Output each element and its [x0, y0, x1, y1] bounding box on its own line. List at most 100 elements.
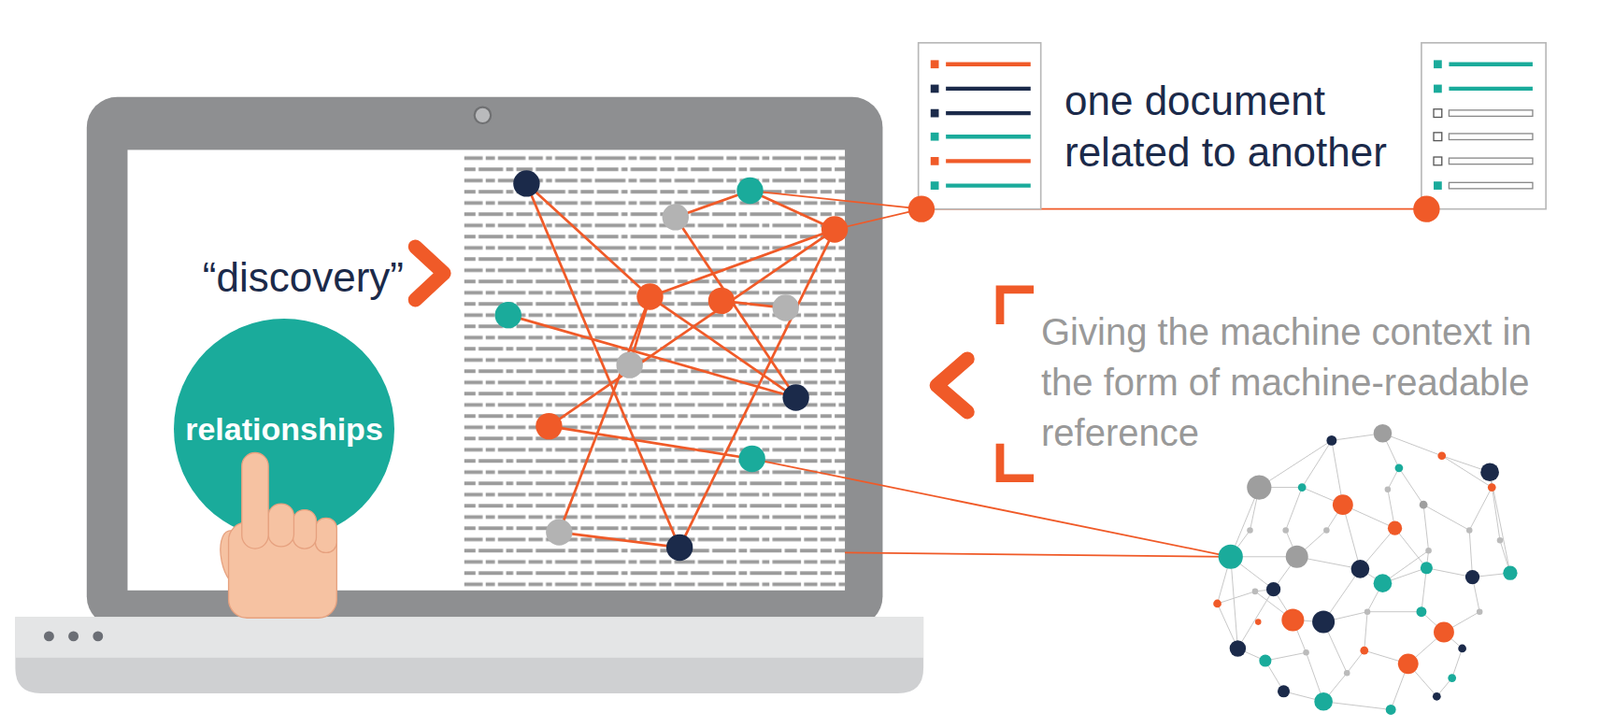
screen-network-link [526, 183, 680, 548]
screen-network-node [738, 445, 765, 472]
network-graph [1312, 611, 1335, 634]
screen-network-link [526, 183, 650, 297]
label-box: one document related to another [1064, 74, 1411, 178]
document-icon [945, 158, 1031, 163]
document-icon [1433, 132, 1443, 142]
network-graph [1218, 544, 1243, 570]
document-icon [1448, 133, 1533, 141]
network-graph [1298, 483, 1307, 492]
document-icon [918, 42, 1042, 210]
document-icon [945, 86, 1031, 91]
node-label: relationships [185, 410, 384, 449]
network-graph [1351, 559, 1371, 579]
network-graph [1217, 433, 1511, 711]
screen-network-node [666, 534, 693, 561]
screen-network-link [508, 183, 835, 548]
screen-network-link [558, 297, 650, 533]
network-graph [1433, 622, 1455, 643]
network-graph [1246, 474, 1272, 500]
leader-line [834, 209, 922, 230]
network-graph [1502, 566, 1517, 581]
screen-network-node [708, 287, 735, 315]
laptop-base-top [14, 616, 924, 658]
network-graph [1364, 608, 1372, 615]
laptop-base [14, 616, 924, 694]
screen-network-node [782, 384, 809, 411]
connector-dot [1413, 196, 1440, 223]
screen-text-lines [464, 149, 845, 590]
network-graph [1465, 570, 1480, 585]
screen-network-node [772, 294, 800, 321]
laptop-dot [43, 630, 55, 642]
pointing-hand [268, 503, 294, 547]
network-graph [1457, 644, 1467, 654]
network-graph [1497, 537, 1504, 544]
connector-dot [908, 196, 1441, 223]
document-icon [945, 183, 1031, 187]
leader-line [752, 458, 1231, 558]
document-icon [1448, 157, 1533, 165]
pointing-hand [292, 510, 316, 549]
network-graph [1258, 655, 1272, 668]
laptop-screen [127, 149, 845, 590]
network-graph [1281, 608, 1304, 631]
orange-chevron [414, 246, 444, 300]
document-icon [930, 157, 940, 166]
network-graph [1252, 588, 1259, 596]
screen-network-node [821, 215, 848, 243]
network-graph [1332, 494, 1354, 515]
network-graph [1466, 527, 1473, 534]
pointing-hand [314, 517, 337, 553]
document-icon [945, 62, 1031, 67]
network-graph [1229, 640, 1246, 657]
bracket [1000, 443, 1034, 479]
screen-network-node [495, 170, 849, 561]
network-graph [1213, 600, 1222, 609]
network-graph [1447, 673, 1457, 683]
network-graph [1395, 463, 1404, 472]
network-graph [1415, 606, 1427, 617]
context-note: Giving the machine context in the form o… [1041, 306, 1565, 458]
pointing-hand [242, 452, 269, 549]
network-graph [1246, 527, 1254, 534]
document-icon [945, 134, 1031, 139]
document-icon [1433, 85, 1443, 94]
document-icon [945, 111, 1031, 115]
network-graph [1419, 500, 1429, 510]
document-icon [930, 85, 940, 94]
document-icon [1433, 181, 1443, 190]
screen-network-node [615, 351, 643, 378]
document-icon [930, 59, 940, 69]
network-graph [1432, 692, 1442, 701]
bracket [1000, 289, 1034, 325]
discovery-label: “discovery” [202, 252, 404, 303]
document-icon [1433, 109, 1443, 118]
document-icon [1421, 42, 1546, 210]
network-graph [1213, 424, 1517, 715]
network-graph [1302, 649, 1310, 657]
network-graph [1487, 483, 1497, 492]
laptop-camera [474, 107, 491, 124]
network-graph [1398, 653, 1419, 674]
document-icon [1433, 59, 1443, 69]
pointing-hand [215, 452, 337, 618]
network-graph [1387, 521, 1402, 536]
document-icon [1421, 42, 1546, 210]
network-graph [1323, 527, 1330, 534]
network-graph [1343, 670, 1351, 677]
bracket [1000, 289, 1034, 479]
screen-network-link [750, 190, 836, 229]
label-box: “discovery” [202, 252, 404, 303]
laptop-dot [92, 630, 103, 642]
network-graph [1425, 547, 1432, 555]
leader-line [844, 552, 1231, 557]
pointing-hand [215, 528, 254, 590]
laptop-dot [68, 630, 79, 642]
screen-network-node [662, 203, 689, 230]
screen-network-node [736, 177, 763, 204]
network-graph [1420, 561, 1433, 574]
connector-dot [908, 196, 935, 223]
laptop-bezel [86, 97, 884, 628]
network-graph [1266, 582, 1281, 597]
